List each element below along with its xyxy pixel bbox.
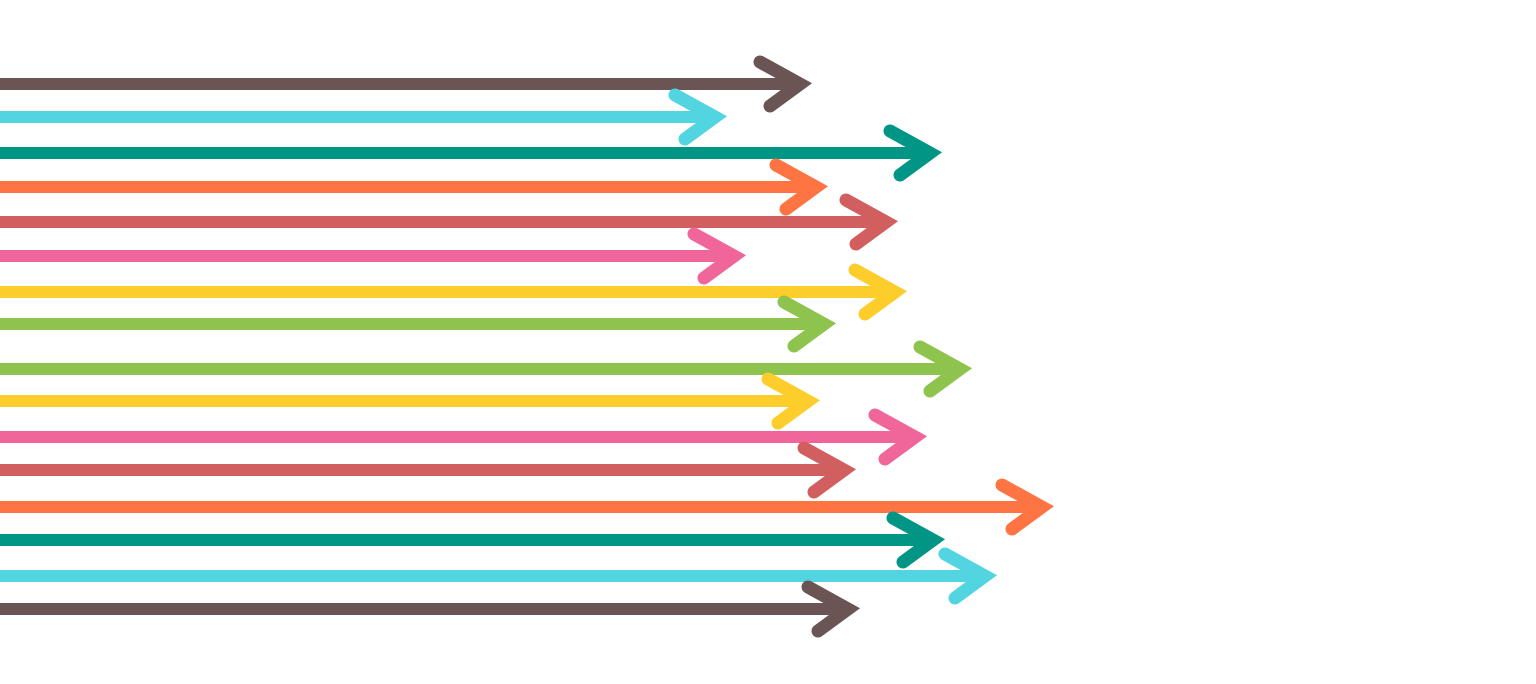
arrow-head xyxy=(769,158,829,216)
arrow-head xyxy=(753,55,813,113)
arrow-8 xyxy=(0,295,837,353)
arrow-head xyxy=(668,88,728,146)
arrow-2 xyxy=(0,88,728,146)
arrow-10 xyxy=(0,372,821,430)
arrow-13 xyxy=(0,478,1055,536)
arrow-head xyxy=(687,227,747,285)
arrow-head xyxy=(797,441,857,499)
arrow-6 xyxy=(0,227,747,285)
arrow-head xyxy=(761,372,821,430)
arrow-9 xyxy=(0,340,973,398)
arrow-4 xyxy=(0,158,829,216)
arrow-head xyxy=(801,580,861,638)
arrow-5 xyxy=(0,193,899,251)
arrow-12 xyxy=(0,441,857,499)
arrow-head xyxy=(938,547,998,605)
arrow-head xyxy=(848,263,908,321)
arrow-7 xyxy=(0,263,908,321)
arrow-head xyxy=(995,478,1055,536)
arrow-16 xyxy=(0,580,861,638)
arrow-1 xyxy=(0,55,813,113)
arrow-head xyxy=(777,295,837,353)
arrow-head xyxy=(839,193,899,251)
arrow-head xyxy=(913,340,973,398)
arrow-head xyxy=(883,124,943,182)
arrow-head xyxy=(886,511,946,569)
arrow-14 xyxy=(0,511,946,569)
arrow-head xyxy=(868,408,928,466)
arrow-3 xyxy=(0,124,943,182)
arrow-15 xyxy=(0,547,998,605)
arrow-11 xyxy=(0,408,928,466)
